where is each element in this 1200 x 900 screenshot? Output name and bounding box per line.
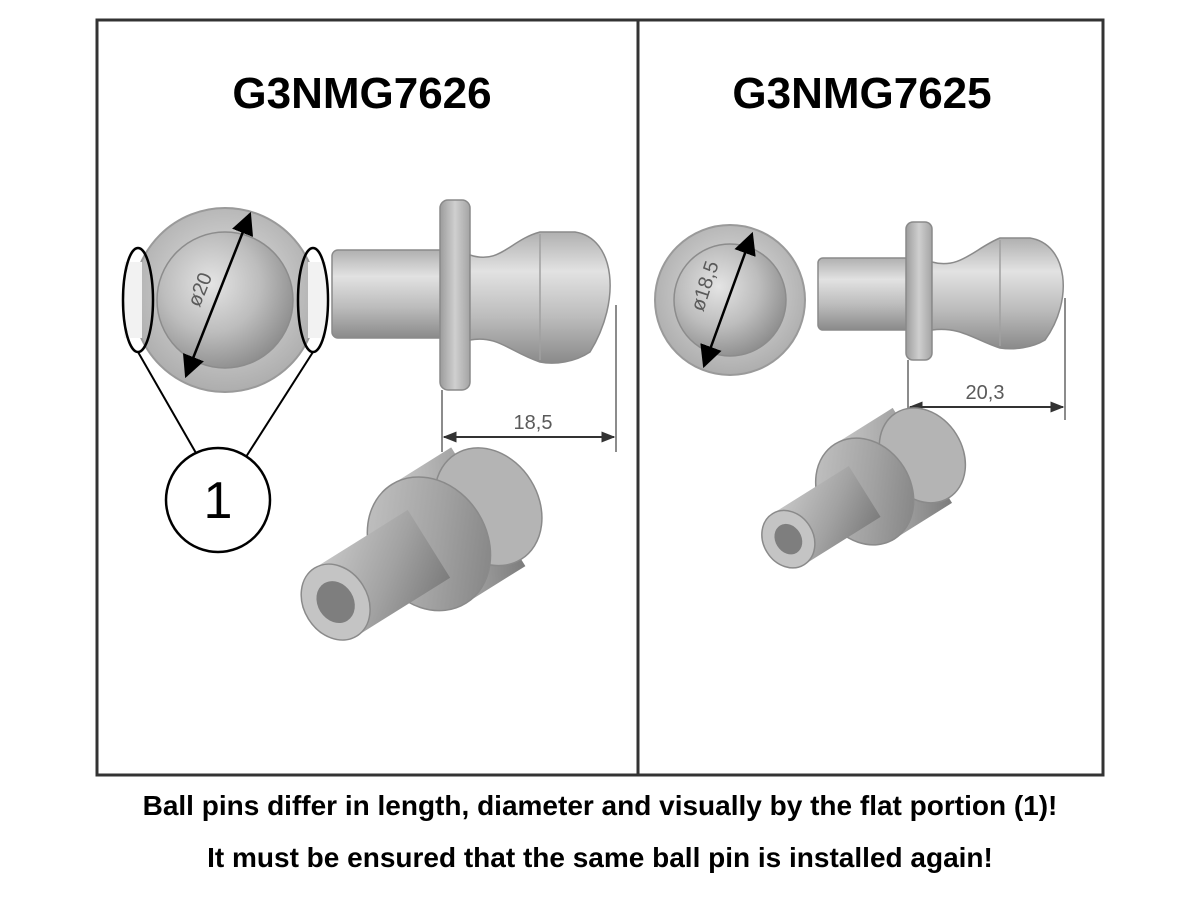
left-part-number: G3NMG7626 bbox=[232, 69, 491, 118]
right-diameter-arrow bbox=[700, 231, 756, 369]
left-ball-pin-side-view bbox=[331, 199, 611, 391]
right-ball-pin-iso-view bbox=[761, 407, 967, 569]
marker-leader-left bbox=[137, 351, 201, 461]
right-panel-frame bbox=[636, 18, 1105, 777]
caption-line-2: It must be ensured that the same ball pi… bbox=[207, 842, 993, 873]
left-panel-frame bbox=[95, 18, 640, 777]
caption-line-1: Ball pins differ in length, diameter and… bbox=[142, 790, 1058, 821]
right-length-label: 20,3 bbox=[966, 382, 1005, 404]
right-ball-pin-side-view bbox=[817, 221, 1064, 361]
left-diameter-arrow bbox=[182, 211, 254, 379]
flat-portion-callout bbox=[164, 446, 272, 554]
marker-leader-right bbox=[243, 351, 314, 461]
left-ball-pin-iso-view bbox=[300, 447, 543, 641]
right-ball-end-view bbox=[654, 224, 806, 376]
left-length-label: 18,5 bbox=[514, 412, 553, 434]
flat-portion-callout-number: 1 bbox=[204, 472, 233, 530]
right-part-number: G3NMG7625 bbox=[732, 69, 991, 118]
